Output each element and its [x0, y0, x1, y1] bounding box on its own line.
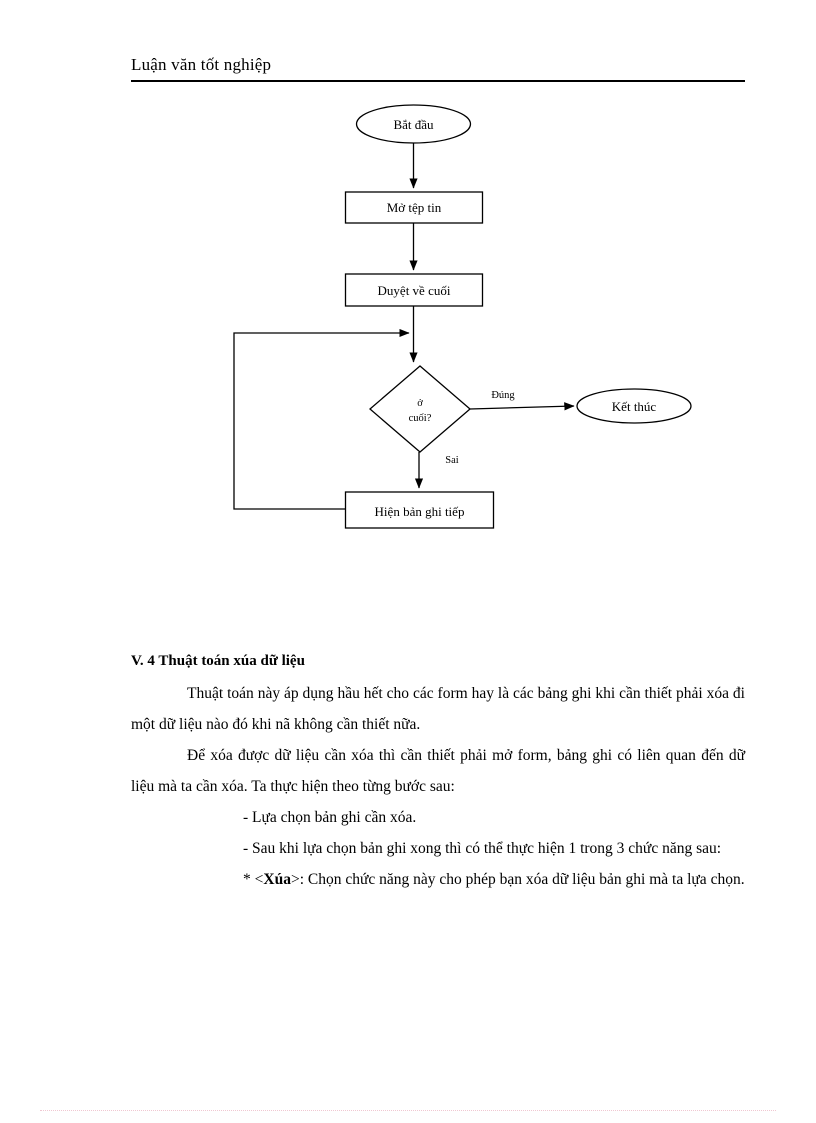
bullet-3: * <Xúa>: Chọn chức năng này cho phép bạn…: [131, 864, 745, 895]
flowchart-node-end: [576, 388, 692, 424]
flowchart-node-decision-label-line2: cuối?: [409, 413, 432, 424]
paragraph-1: Thuật toán này áp dụng hầu hết cho các f…: [131, 685, 745, 733]
flowchart-delete-algorithm: Bắt đầu Mở tệp tin Duyệt về cuối ở cuối?…: [233, 104, 692, 529]
flowchart-node-open-file-label: Mở tệp tin: [387, 200, 442, 215]
flowchart-node-decision: [369, 365, 471, 453]
flowchart-node-start-label: Bắt đầu: [393, 117, 434, 132]
flowchart-node-browse-end-label: Duyệt về cuối: [378, 283, 451, 298]
bullet-3-prefix: * <: [243, 871, 264, 888]
flowchart-node-next-record-label: Hiện bản ghi tiếp: [375, 504, 465, 519]
running-header: Luận văn tốt nghiệp: [131, 54, 745, 76]
section-heading: V. 4 Thuật toán xúa dữ liệu: [131, 653, 305, 669]
flowchart-edge-label-true: Đúng: [491, 390, 515, 401]
flowchart-edge-loop-back: [233, 328, 410, 510]
header-rule: [131, 80, 745, 82]
flowchart-node-browse-end: [344, 273, 484, 307]
flowchart-node-next-record: [344, 491, 495, 529]
flowchart-node-decision-label-line1: ở: [417, 398, 423, 409]
bullet-3-suffix: >: Chọn chức năng này cho phép bạn xóa d…: [290, 871, 745, 888]
flowchart-edge-label-false: Sai: [445, 455, 459, 466]
body-text: V. 4 Thuật toán xúa dữ liệu Thuật toán n…: [131, 648, 745, 895]
flowchart-node-end-label: Kết thúc: [612, 399, 657, 414]
bullet-2: - Sau khi lựa chọn bản ghi xong thì có t…: [243, 840, 722, 857]
page-boundary-line: [40, 1110, 776, 1111]
header-title: Luận văn tốt nghiệp: [131, 55, 272, 74]
paragraph-2: Để xóa được dữ liệu cần xóa thì cần thiế…: [131, 747, 745, 795]
flowchart-edge-true-to-end: [469, 402, 575, 411]
bullet-3-keyword: Xúa: [263, 871, 291, 888]
bullet-1: - Lựa chọn bản ghi cần xóa.: [243, 809, 417, 826]
